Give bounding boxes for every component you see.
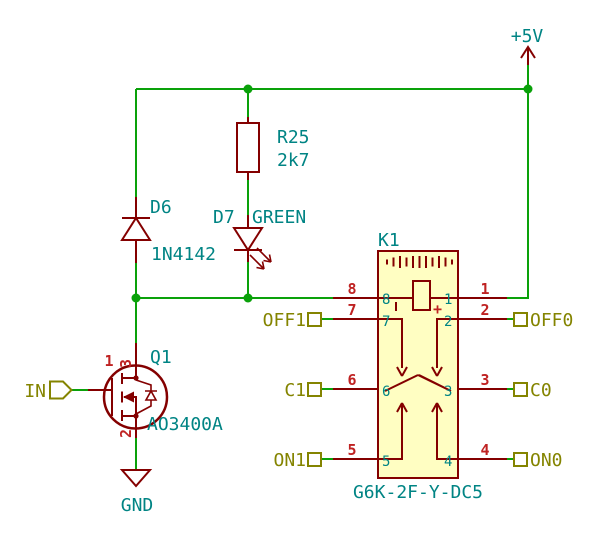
port-on0-label: ON0 (530, 450, 563, 471)
led-ref: D7 (213, 207, 235, 228)
port-ON0[interactable]: ON0 (513, 450, 563, 471)
relay-plus-mark: + (433, 300, 442, 318)
resistor-R25[interactable]: R25 2k7 (236, 117, 310, 180)
resistor-value: 2k7 (277, 150, 310, 171)
junction-dot (243, 293, 253, 303)
relay-ref: K1 (378, 230, 400, 251)
relay-pin-name: 4 (444, 454, 452, 470)
led-value: GREEN (252, 207, 306, 228)
mosfet-Q1[interactable]: 1 3 2 Q1 AO3400A (88, 343, 223, 438)
relay-body (377, 250, 459, 479)
relay-coil-hatch (386, 256, 453, 268)
port-square-icon (307, 382, 322, 397)
relay-K1[interactable]: + 8 1 7 2 6 3 5 4 8 1 7 2 6 3 5 4 K1 (333, 230, 507, 503)
port-ON1[interactable]: ON1 (273, 450, 322, 471)
diode-ref: D6 (150, 197, 172, 218)
relay-switch-left-blade (384, 374, 419, 392)
relay-pin-number: 6 (347, 371, 356, 389)
relay-switch-right-blade (417, 374, 452, 392)
mosfet-pin-number-source: 2 (117, 429, 135, 438)
port-square-icon (307, 312, 322, 327)
relay-switch-left-actuator (378, 318, 408, 377)
relay-pin-number: 1 (480, 280, 489, 298)
led-D7[interactable]: D7 GREEN (213, 207, 306, 270)
port-off0-label: OFF0 (530, 310, 573, 331)
mosfet-dot (133, 413, 139, 419)
mosfet-ref: Q1 (150, 347, 172, 368)
relay-pin-number: 3 (480, 371, 489, 389)
power-flag-5v[interactable]: +5V (511, 26, 544, 65)
diode-D6[interactable]: D6 1N4142 (120, 197, 216, 265)
relay-pin-name: 8 (382, 292, 390, 308)
mosfet-pin-number-gate: 1 (104, 352, 113, 370)
port-square-icon (513, 382, 528, 397)
diode-triangle (120, 216, 152, 241)
junction-dot (243, 84, 253, 94)
relay-value: G6K-2F-Y-DC5 (353, 482, 483, 503)
relay-pin-name: 6 (382, 384, 390, 400)
diode-value: 1N4142 (151, 244, 216, 265)
relay-pin-number: 2 (480, 301, 489, 319)
led-triangle (232, 227, 264, 252)
mosfet-body-diode (135, 379, 158, 415)
relay-pin-name: 2 (444, 314, 452, 330)
relay-pin-number: 5 (347, 441, 356, 459)
port-square-icon (513, 312, 528, 327)
resistor-ref: R25 (277, 127, 310, 148)
relay-pin-number: 4 (480, 441, 489, 459)
port-square-icon (307, 452, 322, 467)
port-c0-label: C0 (530, 380, 552, 401)
led-emission-arrow (249, 254, 265, 270)
ground-triangle-icon (119, 469, 153, 488)
led-emission-arrow (256, 247, 272, 263)
port-on1-label: ON1 (273, 450, 306, 471)
port-in-arrow-icon (49, 380, 73, 400)
port-C0[interactable]: C0 (513, 380, 552, 401)
port-IN[interactable]: IN (24, 380, 73, 402)
ground-label: GND (121, 495, 154, 516)
port-c1-label: C1 (284, 380, 306, 401)
relay-switch-left-no (378, 402, 408, 460)
relay-pin-name: 1 (444, 292, 452, 308)
port-off1-label: OFF1 (263, 310, 306, 331)
mosfet-dot (133, 375, 139, 381)
relay-pin-name: 5 (382, 454, 390, 470)
junction-dot (523, 84, 533, 94)
mosfet-pin-number-drain: 3 (117, 359, 135, 368)
relay-pin-name: 7 (382, 314, 390, 330)
relay-switch-right-no (431, 402, 458, 460)
mosfet-arrow (123, 391, 134, 403)
relay-coil-core (412, 280, 431, 311)
port-OFF1[interactable]: OFF1 (263, 310, 322, 331)
port-square-icon (513, 452, 528, 467)
mosfet-value: AO3400A (147, 414, 223, 435)
relay-pin-name: 3 (444, 384, 452, 400)
junction-dot (131, 293, 141, 303)
port-C1[interactable]: C1 (284, 380, 322, 401)
resistor-body (236, 122, 260, 173)
wire-5v-rail[interactable] (507, 65, 529, 299)
relay-pin-number: 7 (347, 301, 356, 319)
power-arrow-icon (520, 45, 536, 65)
power-5v-label: +5V (511, 26, 544, 47)
relay-pin-number: 8 (347, 280, 356, 298)
ground-symbol[interactable]: GND (119, 469, 154, 516)
relay-switch-right-actuator (431, 318, 458, 377)
wires (72, 65, 533, 470)
port-in-label: IN (24, 381, 46, 402)
port-OFF0[interactable]: OFF0 (513, 310, 573, 331)
